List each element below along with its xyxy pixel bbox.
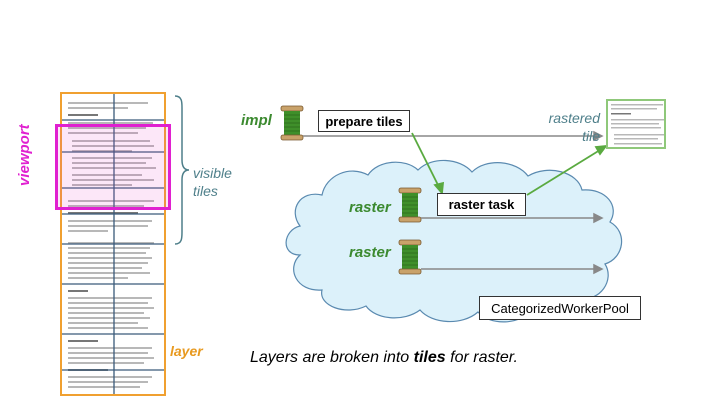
raster-task-box: raster task [437,193,526,216]
thread-spool-icon [398,187,422,223]
rastered-tile-label: rastered tile [548,110,600,144]
worker-pool-box: CategorizedWorkerPool [479,296,641,320]
thread-spool-icon [280,105,304,141]
viewport-rect [55,124,171,210]
visible-tiles-brace [174,95,190,245]
thread-spool-icon [398,239,422,275]
slide-caption: Layers are broken into tiles for raster. [250,349,518,367]
raster-thread-label-1: raster [349,199,391,216]
rastered-tile-thumbnail [606,99,666,149]
prepare-tiles-box: prepare tiles [318,110,410,132]
layer-tile-column [60,92,166,396]
caption-emphasis: tiles [413,349,446,366]
caption-suffix: for raster. [445,349,518,366]
raster-thread-label-2: raster [349,244,391,261]
caption-prefix: Layers are broken into [250,349,414,366]
visible-tiles-label: visible tiles [193,165,232,199]
document-text-lines [68,102,156,388]
tile-grid [62,94,164,394]
rastered-tile-text-lines [611,104,664,145]
impl-thread-label: impl [241,112,272,129]
layer-label: layer [170,343,203,359]
